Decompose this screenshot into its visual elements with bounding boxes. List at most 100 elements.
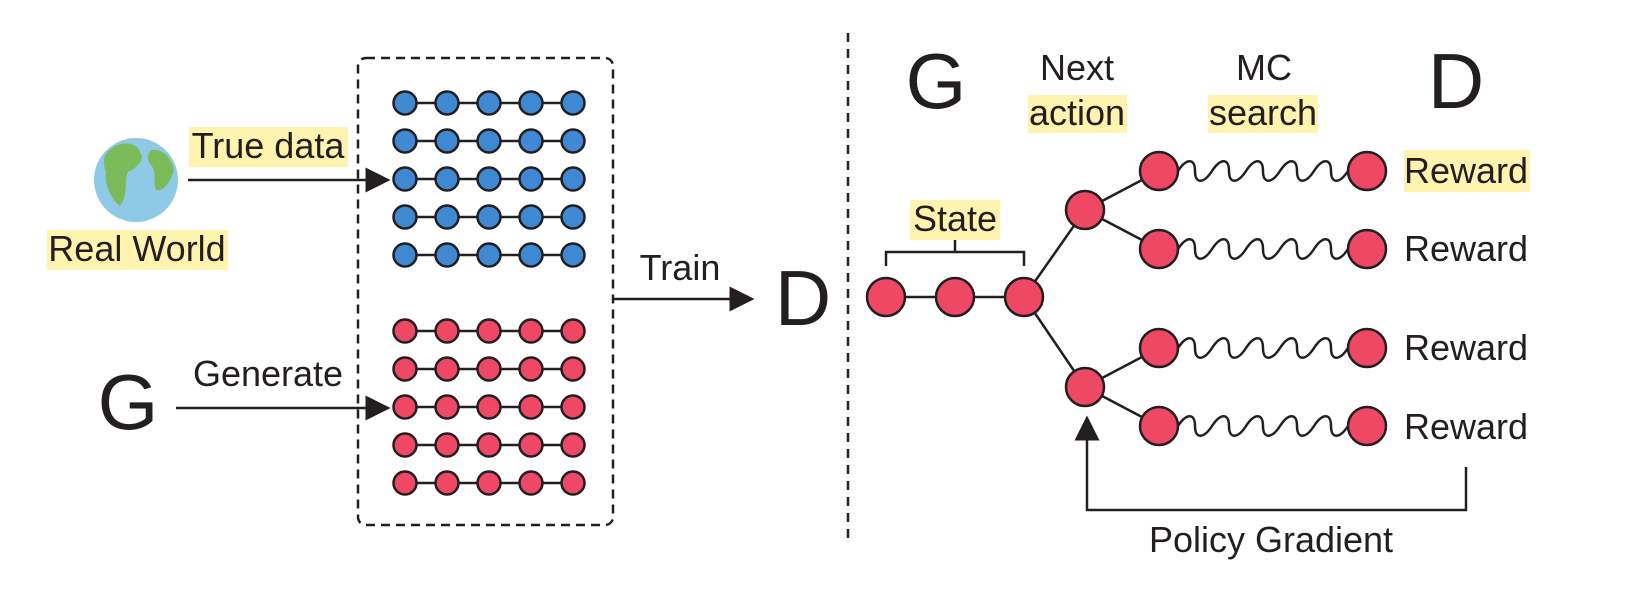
mc-rollout-wave bbox=[1176, 337, 1350, 359]
token bbox=[434, 90, 460, 116]
state-highlight bbox=[910, 200, 1000, 240]
mc-rollout-wave bbox=[1176, 160, 1350, 182]
token bbox=[518, 394, 544, 420]
next-action-token bbox=[1064, 189, 1106, 231]
token bbox=[476, 470, 502, 496]
token bbox=[518, 470, 544, 496]
state-token bbox=[1003, 276, 1045, 318]
rollout-start-token bbox=[1138, 150, 1180, 192]
action-highlight bbox=[1028, 95, 1127, 133]
token bbox=[476, 128, 502, 154]
policy-gradient-label: Policy Gradient bbox=[1149, 519, 1393, 560]
generated-sequence bbox=[392, 318, 586, 344]
token bbox=[518, 166, 544, 192]
token bbox=[518, 356, 544, 382]
globe-icon bbox=[94, 138, 178, 222]
token bbox=[434, 204, 460, 230]
token bbox=[392, 470, 418, 496]
real-world-highlight bbox=[47, 230, 228, 270]
token bbox=[434, 470, 460, 496]
token bbox=[434, 356, 460, 382]
token bbox=[392, 432, 418, 458]
reward-label: Reward bbox=[1404, 406, 1528, 447]
token bbox=[518, 242, 544, 268]
token bbox=[518, 432, 544, 458]
action-nodes bbox=[1064, 189, 1106, 408]
token bbox=[434, 318, 460, 344]
token bbox=[392, 356, 418, 382]
reward-label: Reward bbox=[1404, 228, 1528, 269]
token bbox=[476, 166, 502, 192]
discriminator-letter-right: D bbox=[1428, 37, 1484, 125]
token bbox=[560, 128, 586, 154]
true-data-label: True data bbox=[192, 125, 346, 166]
token bbox=[434, 394, 460, 420]
rollout-start-token bbox=[1138, 228, 1180, 270]
mc-rollout-wave bbox=[1176, 238, 1350, 260]
generate-label: Generate bbox=[193, 353, 343, 394]
token bbox=[392, 90, 418, 116]
mc-rollout-wave bbox=[1176, 415, 1350, 437]
token bbox=[392, 166, 418, 192]
rollout-end-token bbox=[1346, 228, 1388, 270]
token bbox=[560, 470, 586, 496]
real-sequence bbox=[392, 166, 586, 192]
generated-sequence bbox=[392, 470, 586, 496]
token bbox=[560, 318, 586, 344]
token bbox=[476, 432, 502, 458]
policy-gradient-arrow bbox=[1074, 415, 1468, 512]
token bbox=[434, 128, 460, 154]
real-sequence bbox=[392, 204, 586, 230]
token bbox=[560, 356, 586, 382]
mc-rollouts bbox=[1176, 160, 1350, 437]
token bbox=[560, 90, 586, 116]
generated-sequence bbox=[392, 356, 586, 382]
generated-sequences bbox=[392, 318, 586, 496]
token bbox=[392, 394, 418, 420]
token bbox=[560, 242, 586, 268]
reward-label: Reward bbox=[1404, 150, 1528, 191]
search-highlight bbox=[1208, 95, 1318, 133]
token bbox=[476, 204, 502, 230]
token bbox=[392, 128, 418, 154]
discriminator-letter-left: D bbox=[775, 254, 831, 342]
token bbox=[392, 204, 418, 230]
token bbox=[560, 432, 586, 458]
real-sequence bbox=[392, 90, 586, 116]
rollout-nodes bbox=[1138, 150, 1388, 447]
state-token bbox=[865, 276, 907, 318]
token bbox=[392, 318, 418, 344]
real-world-label: Real World bbox=[48, 228, 225, 269]
token bbox=[518, 204, 544, 230]
state-nodes bbox=[865, 276, 1045, 318]
token bbox=[476, 90, 502, 116]
token bbox=[476, 394, 502, 420]
next-action-token bbox=[1064, 366, 1106, 408]
rollout-end-token bbox=[1346, 327, 1388, 369]
rollout-end-token bbox=[1346, 405, 1388, 447]
token bbox=[518, 318, 544, 344]
token bbox=[560, 204, 586, 230]
generator-letter-right: G bbox=[906, 37, 967, 125]
real-sequences bbox=[392, 90, 586, 268]
search-label: search bbox=[1209, 92, 1317, 133]
token bbox=[434, 242, 460, 268]
state-token bbox=[934, 276, 976, 318]
token bbox=[476, 242, 502, 268]
reward-highlight bbox=[1404, 150, 1530, 192]
state-label: State bbox=[913, 198, 997, 239]
action-label: action bbox=[1029, 92, 1125, 133]
generated-sequence bbox=[392, 394, 586, 420]
train-label: Train bbox=[640, 247, 721, 288]
token bbox=[476, 356, 502, 382]
token bbox=[560, 166, 586, 192]
generated-sequence bbox=[392, 432, 586, 458]
training-data-box bbox=[356, 56, 615, 527]
real-sequence bbox=[392, 242, 586, 268]
token bbox=[518, 128, 544, 154]
state-bracket bbox=[884, 240, 1026, 266]
generator-letter-left: G bbox=[98, 358, 159, 446]
token bbox=[434, 166, 460, 192]
